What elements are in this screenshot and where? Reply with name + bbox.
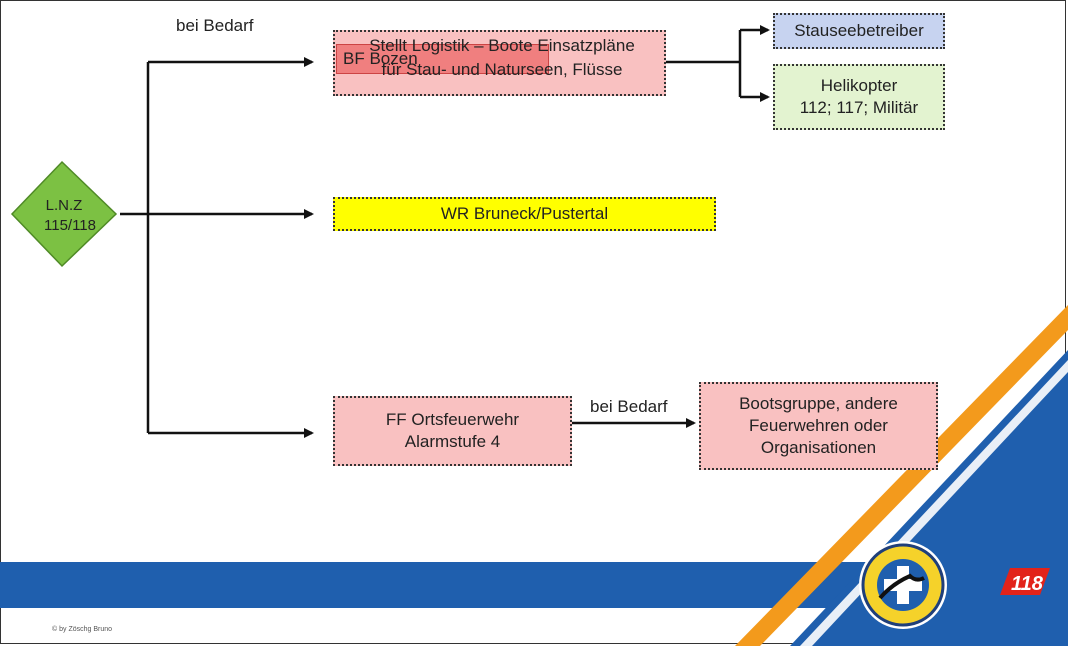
stausee-label: Stauseebetreiber — [794, 21, 924, 40]
emergency-118-logo: 118 — [1000, 568, 1050, 595]
orange-stripe — [735, 305, 1068, 646]
blue-diagonal — [790, 350, 1068, 646]
ff-line1: FF Ortsfeuerwehr — [385, 410, 520, 429]
wasserrettung-logo — [859, 541, 947, 629]
wr-label: WR Bruneck/Pustertal — [440, 204, 609, 223]
start-node-line2: 115/118 — [44, 217, 96, 234]
bf-bozen-title: BF Bozen — [336, 44, 549, 74]
helikopter-line2: 112; 117; Militär — [799, 98, 919, 117]
start-node-line1: L.N.Z — [45, 197, 83, 214]
boots-line1: Bootsgruppe, andere — [739, 394, 898, 413]
helikopter-line1: Helikopter — [820, 76, 898, 95]
bf-bozen-text: Stellt Logistik – Boote Einsatzpläne für… — [338, 34, 666, 82]
bf-bozen-line2: für Stau- und Naturseen, Flüsse — [381, 60, 623, 79]
edge-label-top: bei Bedarf — [176, 16, 254, 35]
boots-box: Bootsgruppe, andere Feuerwehren oder Org… — [699, 382, 938, 470]
start-diamond — [10, 160, 118, 268]
ff-line2: Alarmstufe 4 — [404, 432, 501, 451]
ff-box: FF Ortsfeuerwehr Alarmstufe 4 — [333, 396, 572, 466]
bf-bozen-line1: Stellt Logistik – Boote Einsatzpläne — [369, 36, 635, 55]
stausee-box: Stauseebetreiber — [773, 13, 945, 49]
wr-box: WR Bruneck/Pustertal — [333, 197, 716, 231]
copyright: © by Zöschg Bruno — [52, 626, 113, 633]
start-node-label: L.N.Z 115/118 — [44, 196, 96, 236]
edge-label-bottom: bei Bedarf — [590, 397, 668, 416]
logo-badge-text: 118 — [1011, 573, 1044, 595]
boots-line2: Feuerwehren oder — [749, 416, 888, 435]
boots-line3: Organisationen — [760, 438, 877, 457]
helikopter-box: Helikopter 112; 117; Militär — [773, 64, 945, 130]
